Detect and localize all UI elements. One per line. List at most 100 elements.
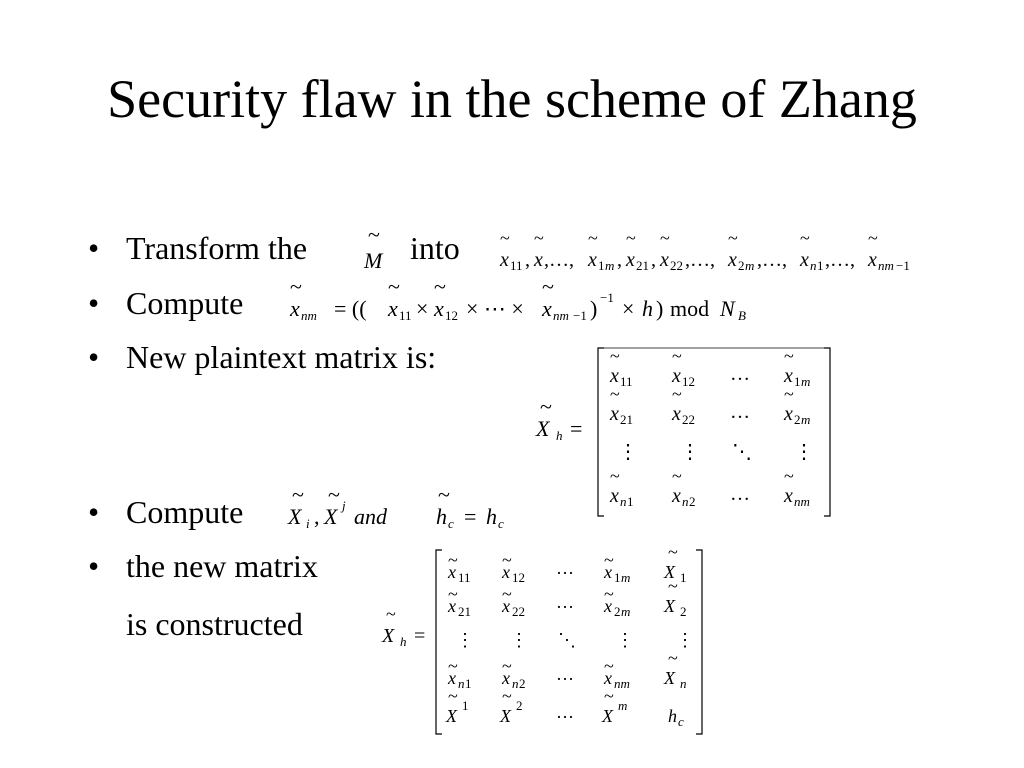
svg-text:2: 2 (614, 604, 621, 619)
svg-text:X: X (323, 504, 339, 529)
svg-text:x: x (799, 249, 809, 271)
svg-text:X: X (601, 706, 614, 726)
matrix2-lhs: ~ X h = (381, 604, 425, 649)
svg-text:⋮: ⋮ (456, 630, 474, 650)
svg-text:=: = (570, 416, 582, 441)
bullet-into: into (410, 230, 460, 266)
svg-text:x: x (587, 249, 597, 271)
svg-text:h: h (668, 706, 677, 726)
svg-text:−1: −1 (600, 290, 614, 305)
svg-text:…: … (556, 664, 574, 684)
matrix1-lhs: ~ X h = (535, 394, 582, 443)
svg-text:,: , (617, 249, 622, 271)
svg-text:,…,: ,…, (757, 249, 787, 271)
svg-text:n: n (620, 494, 627, 509)
svg-text:12: 12 (445, 308, 458, 323)
bullet-compute-2-text: Compute (126, 494, 244, 530)
svg-text:~: ~ (534, 228, 544, 248)
svg-text:⋮: ⋮ (616, 630, 634, 650)
svg-text:~: ~ (610, 466, 620, 486)
svg-text:x: x (541, 296, 552, 321)
svg-text:~: ~ (610, 384, 620, 404)
svg-text:i: i (306, 516, 310, 531)
tilde-mark: ~ (368, 222, 380, 247)
svg-text:12: 12 (512, 570, 525, 585)
matrix1-right-bracket (824, 347, 831, 517)
svg-text:2: 2 (738, 258, 745, 273)
svg-text:X: X (445, 706, 458, 726)
svg-text:⋱: ⋱ (558, 630, 576, 650)
svg-text:,…,: ,…, (544, 249, 574, 271)
svg-text:21: 21 (458, 604, 471, 619)
svg-text:~: ~ (500, 228, 510, 248)
svg-text:~: ~ (668, 576, 678, 596)
compute-hc-formula: ~ X i , ~ X j and ~ h c = h c (287, 482, 504, 531)
svg-text:m: m (745, 258, 754, 273)
svg-text:h: h (436, 504, 447, 529)
svg-text:⋮: ⋮ (618, 441, 638, 463)
svg-text:~: ~ (448, 584, 458, 604)
svg-text:~: ~ (502, 656, 512, 676)
svg-text:x: x (625, 249, 635, 271)
svg-text:~: ~ (542, 274, 554, 299)
svg-text:m: m (621, 604, 630, 619)
svg-text:1: 1 (598, 258, 605, 273)
svg-text:× ⋯ ×: × ⋯ × (466, 296, 524, 321)
svg-text:x: x (499, 249, 509, 271)
svg-text:×: × (622, 296, 634, 321)
svg-text:2: 2 (794, 412, 801, 427)
svg-text:1: 1 (462, 698, 469, 713)
svg-text:~: ~ (434, 274, 446, 299)
svg-text:11: 11 (510, 258, 523, 273)
svg-text:N: N (719, 296, 736, 321)
svg-text:,: , (525, 249, 530, 271)
svg-text:,: , (651, 249, 656, 271)
svg-text:22: 22 (670, 258, 683, 273)
svg-text:x: x (447, 668, 456, 688)
svg-text:x: x (447, 562, 456, 582)
svg-text:~: ~ (438, 482, 450, 507)
bullet-transform-text: Transform the (126, 230, 308, 266)
svg-text:nm: nm (794, 494, 810, 509)
svg-text:~: ~ (672, 384, 682, 404)
m-symbol: M (363, 248, 384, 273)
svg-text:,: , (314, 504, 320, 529)
svg-text:2: 2 (516, 698, 523, 713)
svg-text:2: 2 (680, 604, 687, 619)
svg-text:~: ~ (784, 346, 794, 366)
svg-text:1: 1 (817, 258, 824, 273)
matrix1-left-bracket (597, 347, 604, 517)
svg-text:x: x (671, 485, 681, 507)
mod-word: mod (670, 296, 709, 321)
svg-text:x: x (609, 485, 619, 507)
svg-text:c: c (678, 714, 684, 729)
svg-text:⋱: ⋱ (732, 441, 752, 463)
svg-text:B: B (738, 308, 746, 323)
svg-text:~: ~ (386, 604, 396, 624)
bullet-compute-1-text: Compute (126, 285, 244, 321)
svg-text:~: ~ (672, 346, 682, 366)
svg-text:…: … (556, 558, 574, 578)
svg-text:12: 12 (682, 374, 695, 389)
svg-text:⋮: ⋮ (676, 630, 694, 650)
svg-text:x: x (783, 365, 793, 387)
svg-text:⋮: ⋮ (680, 441, 700, 463)
svg-text:~: ~ (672, 466, 682, 486)
transform-sequence-glyphs: ~ x 11 , ~ x ,…, ~ x 1 m , ~ x 21 , ~ x … (499, 228, 910, 273)
svg-text:m: m (621, 570, 630, 585)
svg-text:2: 2 (689, 494, 696, 509)
svg-text:−1: −1 (573, 308, 587, 323)
svg-text:x: x (783, 485, 793, 507)
svg-text:x: x (447, 596, 456, 616)
svg-text:x: x (289, 296, 300, 321)
svg-text:~: ~ (328, 482, 340, 507)
svg-text:~: ~ (784, 384, 794, 404)
svg-text:22: 22 (512, 604, 525, 619)
svg-text:X: X (287, 504, 303, 529)
svg-text:): ) (656, 296, 663, 321)
svg-text:⋮: ⋮ (794, 441, 814, 463)
